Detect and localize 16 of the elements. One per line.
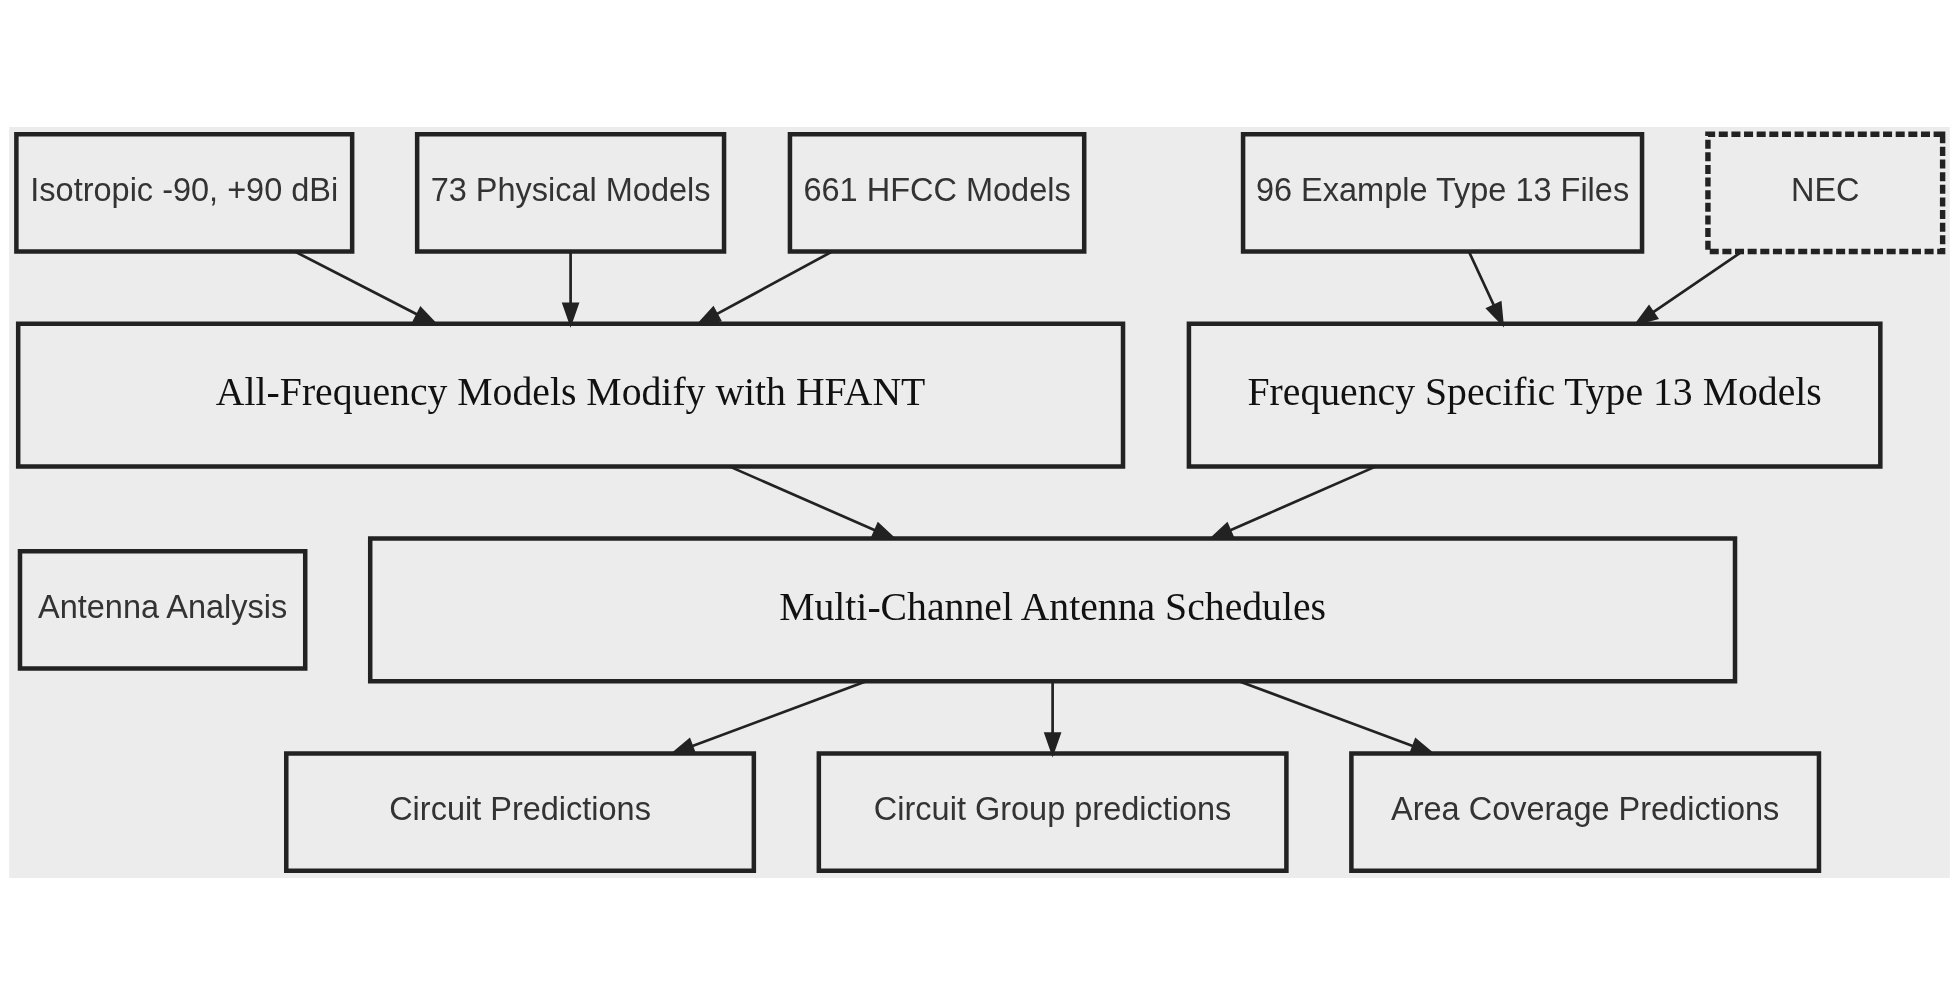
arrow	[1239, 680, 1436, 755]
node-box: Circuit Predictions	[284, 751, 757, 874]
node-box: Antenna Analysis	[17, 549, 308, 671]
arrow	[1043, 681, 1062, 758]
node-box: 96 Example Type 13 Files	[1240, 131, 1645, 254]
node-box: Area Coverage Predictions	[1349, 751, 1822, 874]
node-box: Isotropic -90, +90 dBi	[14, 131, 355, 254]
node-box: Multi-Channel Antenna Schedules	[367, 536, 1738, 684]
node-box: 661 HFCC Models	[787, 131, 1087, 254]
node-box: 73 Physical Models	[414, 131, 727, 254]
arrow	[561, 251, 580, 328]
node-box: NEC	[1705, 131, 1946, 255]
node-box: Frequency Specific Type 13 Models	[1186, 321, 1883, 469]
node-box: All-Frequency Models Modify with HFANT	[15, 321, 1126, 469]
arrow	[1467, 251, 1505, 328]
node-box: Circuit Group predictions	[816, 751, 1289, 874]
